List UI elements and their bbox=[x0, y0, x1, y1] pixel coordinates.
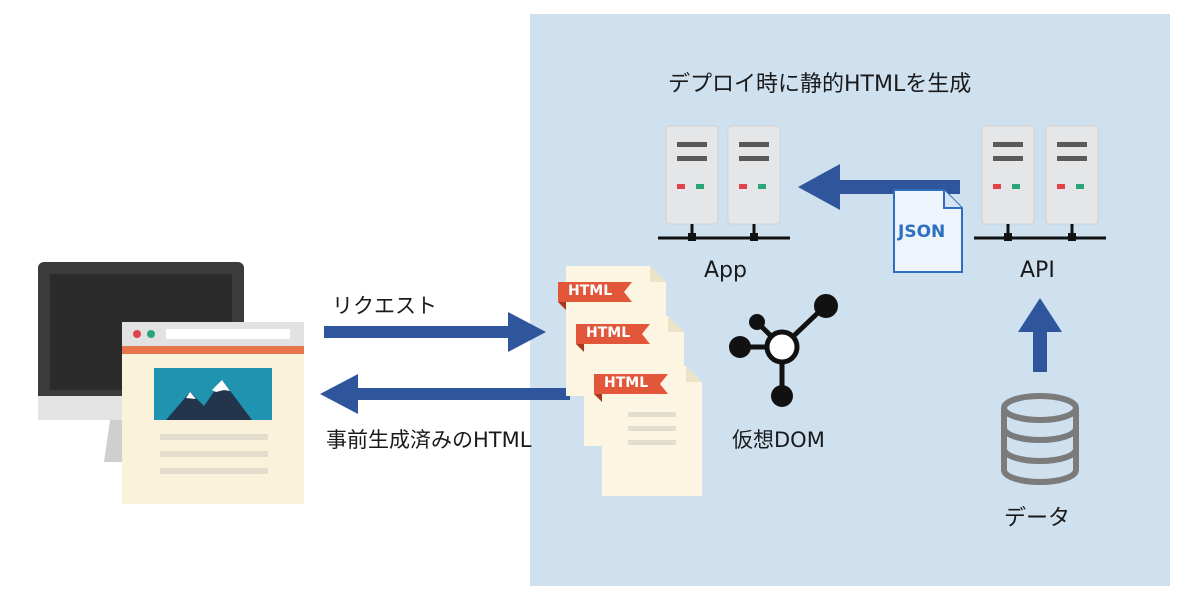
response-arrow bbox=[320, 374, 570, 414]
data-to-api-arrow bbox=[1018, 298, 1062, 372]
api-label: API bbox=[1020, 258, 1055, 283]
browser-page-icon bbox=[122, 322, 304, 504]
api-server-icon bbox=[974, 125, 1106, 241]
request-arrow bbox=[324, 312, 546, 352]
html-tag-3: HTML bbox=[604, 375, 649, 391]
data-label: データ bbox=[1004, 506, 1071, 531]
diagram-title: デプロイ時に静的HTMLを生成 bbox=[668, 72, 972, 97]
vdom-label: 仮想DOM bbox=[732, 428, 825, 452]
database-icon bbox=[1001, 393, 1079, 485]
app-server-icon bbox=[658, 125, 790, 241]
request-label: リクエスト bbox=[332, 294, 437, 318]
html-tag-1: HTML bbox=[568, 283, 613, 299]
html-tag-2: HTML bbox=[586, 325, 631, 341]
html-document-icon bbox=[558, 266, 702, 496]
response-label: 事前生成済みのHTML bbox=[326, 428, 532, 452]
app-label: App bbox=[704, 258, 747, 283]
json-document-icon bbox=[893, 189, 963, 273]
json-tag: JSON bbox=[898, 222, 946, 242]
